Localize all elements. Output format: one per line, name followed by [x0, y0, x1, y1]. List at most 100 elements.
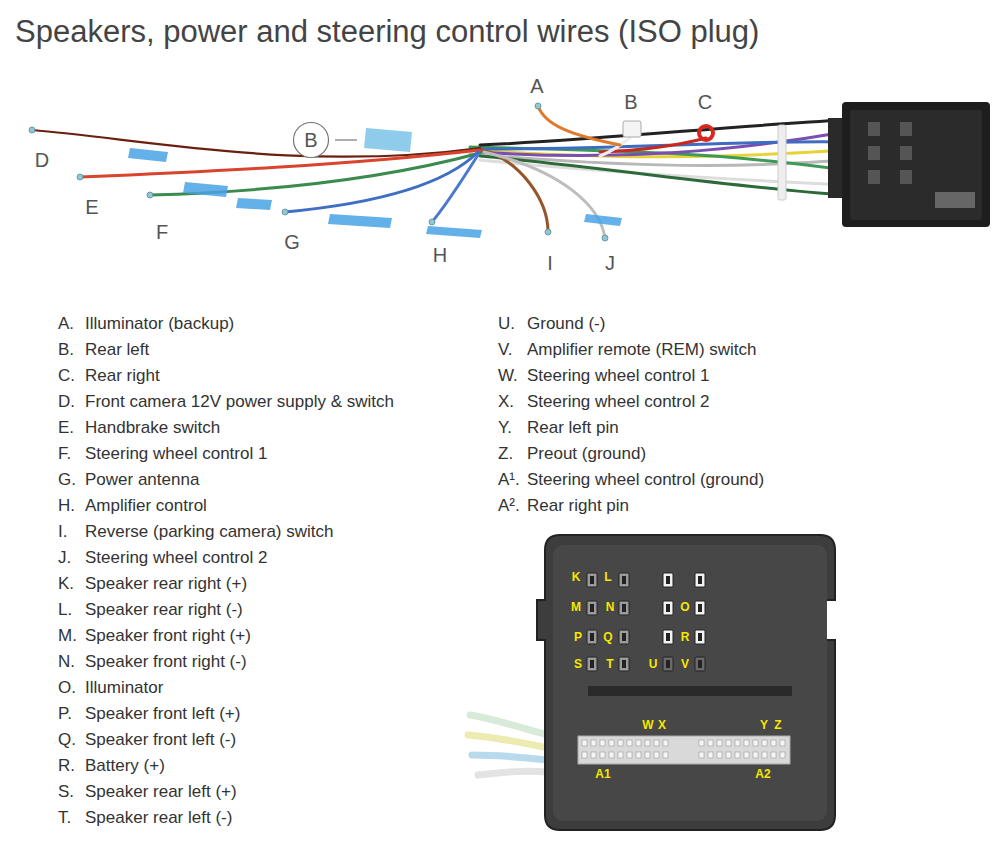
loose-wires — [32, 106, 620, 238]
list-description-wrap: Steering wheel control 2 — [85, 549, 267, 566]
tape-tag — [364, 128, 412, 152]
list-description: Steering wheel control 2 — [85, 548, 267, 567]
callout-letter-wrap: H — [433, 245, 447, 265]
iso-plug — [900, 170, 912, 184]
pin-label: V — [681, 657, 689, 671]
pin-label: R — [681, 630, 690, 644]
callout-letter-wrap: E — [85, 197, 98, 217]
list-marker-wrap: S. — [58, 783, 74, 800]
list-description-wrap: Rear left pin — [527, 419, 619, 436]
callout-letter: B — [624, 91, 637, 113]
pin-label-wrap: X — [658, 716, 666, 732]
list-description: Rear right pin — [527, 496, 629, 515]
list-marker-wrap: C. — [58, 367, 75, 384]
rear-wires — [478, 771, 548, 775]
list-description: Illuminator (backup) — [85, 314, 234, 333]
list-description-wrap: Speaker rear right (-) — [85, 601, 243, 618]
tape-tag — [128, 148, 168, 162]
pin-label-wrap: V — [681, 655, 689, 671]
list-marker-wrap: T. — [58, 809, 71, 826]
callout-letter: H — [433, 244, 447, 266]
rear-wires — [472, 755, 548, 760]
callout-letter: J — [605, 252, 615, 274]
pin-socket — [699, 752, 704, 758]
list-marker-wrap: G. — [58, 471, 76, 488]
plug-housing — [537, 535, 835, 830]
pin-socket — [609, 740, 614, 746]
pin-socket — [744, 752, 749, 758]
pin-label-wrap: R — [681, 628, 690, 644]
pin-socket — [753, 740, 758, 746]
list-description: Steering wheel control 2 — [527, 392, 709, 411]
pin-socket — [663, 752, 668, 758]
list-description-wrap: Steering wheel control (ground) — [527, 471, 764, 488]
list-marker: K. — [58, 574, 74, 593]
pin-label-wrap: Q — [603, 628, 612, 644]
callout-letter-wrap: G — [284, 232, 300, 252]
list-description: Amplifier remote (REM) switch — [527, 340, 757, 359]
wire-tips — [77, 174, 83, 180]
pin-socket — [619, 630, 629, 644]
list-description: Rear left — [85, 340, 149, 359]
list-marker-wrap: X. — [498, 393, 514, 410]
list-description-wrap: Speaker rear left (+) — [85, 783, 237, 800]
pin-label: M — [571, 600, 581, 614]
pin-socket — [619, 657, 629, 671]
pin-socket — [636, 752, 641, 758]
list-marker-wrap: B. — [58, 341, 74, 358]
list-description-wrap: Battery (+) — [85, 757, 165, 774]
tape-tag — [584, 214, 622, 226]
pin-socket — [636, 740, 641, 746]
rear-wires — [468, 715, 548, 775]
list-description: Speaker front left (-) — [85, 730, 236, 749]
wire-tips — [535, 103, 541, 109]
list-description: Speaker front right (-) — [85, 652, 247, 671]
pin-label-wrap: A2 — [755, 765, 770, 781]
pin-socket — [590, 604, 594, 612]
callout-letter: D — [35, 149, 49, 171]
rear-wires — [468, 735, 548, 748]
list-marker: V. — [498, 340, 513, 359]
list-marker-wrap: J. — [58, 549, 71, 566]
list-description-wrap: Steering wheel control 2 — [527, 393, 709, 410]
list-marker-wrap: D. — [58, 393, 75, 410]
list-marker: U. — [498, 314, 515, 333]
plug-housing — [537, 535, 835, 830]
list-marker-wrap: A. — [58, 315, 74, 332]
wire-bundle — [480, 132, 845, 156]
list-description: Speaker rear left (+) — [85, 782, 237, 801]
callout-circle: B — [292, 121, 330, 159]
pin-socket — [622, 576, 626, 584]
pin-socket — [582, 752, 587, 758]
pin-socket — [591, 752, 596, 758]
pin-socket — [666, 633, 670, 641]
pin-socket — [582, 740, 587, 746]
list-marker-wrap: Z. — [498, 445, 513, 462]
list-marker-wrap: Q. — [58, 731, 76, 748]
pin-label: A1 — [595, 767, 610, 781]
pin-label-wrap: A1 — [595, 765, 610, 781]
list-marker-wrap: A¹. — [498, 471, 520, 488]
wire-tips — [29, 103, 608, 241]
plug-housing — [578, 736, 790, 764]
list-description: Speaker front left (+) — [85, 704, 240, 723]
list-description: Power antenna — [85, 470, 199, 489]
list-marker: A². — [498, 496, 520, 515]
pin-label: U — [649, 657, 658, 671]
iso-plug — [935, 192, 975, 208]
pin-socket — [762, 752, 767, 758]
list-description: Reverse (parking camera) switch — [85, 522, 333, 541]
list-marker-wrap: O. — [58, 679, 76, 696]
pin-socket — [645, 752, 650, 758]
iso-plug — [868, 122, 880, 136]
pin-socket — [695, 657, 705, 671]
list-marker-wrap: V. — [498, 341, 513, 358]
pin-socket — [600, 740, 605, 746]
pin-socket — [708, 740, 713, 746]
list-description-wrap: Amplifier control — [85, 497, 207, 514]
pin-socket — [663, 657, 673, 671]
pin-socket — [735, 752, 740, 758]
callout-letter: E — [85, 196, 98, 218]
list-description-wrap: Reverse (parking camera) switch — [85, 523, 333, 540]
loose-wires — [32, 130, 480, 157]
